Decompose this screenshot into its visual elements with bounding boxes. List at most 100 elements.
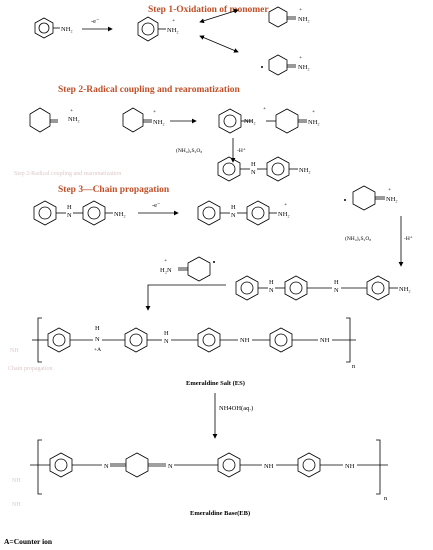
nh4oh-label: NH4OH(aq.) <box>219 405 253 412</box>
resonance-arrow-down <box>199 35 239 53</box>
aromatic-circle <box>222 162 236 176</box>
radical-dot <box>213 261 215 263</box>
bracket-left <box>37 439 42 495</box>
aromatic-circle <box>202 206 216 220</box>
quinoid-ring <box>125 452 149 478</box>
ghost-text-layer: Step 2-Radical coupling and rearomatizat… <box>8 171 121 508</box>
aromatic-circle <box>129 333 143 347</box>
tetramer-intermediate: H N H N NH₂ <box>235 275 411 301</box>
nh-h: H <box>334 279 339 286</box>
plus-charge: + <box>172 18 175 24</box>
aromatic-circle <box>38 22 50 34</box>
plus-charge: + <box>284 202 287 208</box>
dimer-reactant: H N NH₂ <box>33 200 126 226</box>
ring <box>352 185 376 211</box>
aromatic-circle <box>251 206 265 220</box>
nh-h: H <box>251 161 256 168</box>
ghost-nh-1: NH <box>10 348 19 354</box>
nh-n: N <box>95 336 100 343</box>
aminodiphenylamine-dimer: H N NH₂ <box>217 156 311 182</box>
nh-group: NH <box>264 463 274 470</box>
minus-e-label-2: -e⁻ <box>152 202 160 209</box>
aromatic-circle <box>271 162 285 176</box>
persulfate-label-2: (NH₄)₂S₂O₈ <box>345 235 371 242</box>
benzene-ring <box>34 17 54 39</box>
emeraldine-salt-polymer: H N +A H N NH NH n <box>32 317 356 370</box>
imine-n: N <box>168 463 173 470</box>
ring <box>217 452 241 478</box>
nh2-group: NH₂ <box>299 167 311 174</box>
aromatic-circle <box>240 281 254 295</box>
ring <box>217 156 241 182</box>
plus-charge: + <box>153 109 156 115</box>
step3-title: Step 3—Chain propagation <box>58 185 170 195</box>
ring <box>197 200 221 226</box>
es-label: Emeraldine Salt (ES) <box>186 380 245 387</box>
nh2-group: NH₂ <box>308 119 320 126</box>
ring <box>124 327 148 353</box>
ghost-step2: Step 2-Radical coupling and rearomatizat… <box>14 171 121 177</box>
nh2-group: NH₂ <box>244 118 256 125</box>
minus-h-label-1: -H⁺ <box>237 148 246 154</box>
nh-h: H <box>95 325 100 332</box>
aniline-monomer: NH₂ <box>34 17 73 39</box>
aromatic-circle <box>289 281 303 295</box>
ring <box>122 107 144 133</box>
nh-group: NH <box>345 463 355 470</box>
nh2-group: NH₂ <box>399 286 411 293</box>
minus-h-label-2: -H⁺ <box>404 236 413 242</box>
ring <box>49 452 73 478</box>
persulfate-label-1: (NH₄)₂S₂O₈ <box>176 147 202 154</box>
ring <box>235 275 259 301</box>
dimer-radical-cation: H N NH₂ + <box>197 200 290 226</box>
ring <box>47 327 71 353</box>
aromatic-circle <box>222 458 236 472</box>
nh2-group: NH₂ <box>278 211 290 218</box>
ring <box>82 200 106 226</box>
aromatic-circle <box>302 458 316 472</box>
benzene-ring <box>137 16 159 42</box>
plus-charge: + <box>388 187 391 193</box>
imine-n: N <box>104 463 109 470</box>
nh-n: N <box>251 169 256 176</box>
nh-n: N <box>269 287 274 294</box>
nh2-group: NH₂ <box>167 27 179 34</box>
plus-charge: + <box>312 109 315 115</box>
plus-charge: + <box>263 106 266 112</box>
plus-charge: + <box>164 258 167 264</box>
radical-dot <box>261 66 263 68</box>
ring <box>269 327 293 353</box>
coupled-dimer-cation: NH₂ + NH₂ + <box>218 106 320 134</box>
nh-h: H <box>269 279 274 286</box>
plus-charge: + <box>299 7 302 13</box>
resonance-arrow-up <box>199 8 239 24</box>
nh-group: NH <box>240 337 250 344</box>
ring <box>29 107 51 133</box>
h2n-group: H₂N <box>160 267 172 274</box>
nh-n: N <box>164 338 169 345</box>
aniline-radical-cation: NH₂ + <box>137 16 179 42</box>
ring <box>218 108 242 134</box>
ghost-nh-3: NH <box>12 502 21 508</box>
nh-h: H <box>67 204 72 211</box>
nh-h: H <box>231 204 236 211</box>
ring <box>197 327 221 353</box>
nh2-group: NH₂ <box>386 196 398 203</box>
nh-h: H <box>164 330 169 337</box>
nh2-group: NH₂ <box>298 16 310 23</box>
nh2-radical: NH₂ <box>68 116 80 123</box>
ring <box>266 156 290 182</box>
repeat-n: n <box>352 363 356 370</box>
counter-ion-label: +A <box>94 347 101 353</box>
step1-title: Step 1-Oxidation of monomer <box>148 5 269 15</box>
coupling-reactants: NH₂ + NH₂ + <box>29 107 165 133</box>
ghost-chain: Chain propagation <box>8 366 53 372</box>
aromatic-circle <box>274 333 288 347</box>
nh2-group: NH₂ <box>153 119 165 126</box>
emeraldine-base-polymer: N N NH NH n <box>30 439 388 502</box>
nh-n: N <box>334 287 339 294</box>
eb-label: Emeraldine Base(EB) <box>190 510 250 517</box>
aromatic-circle <box>141 22 155 36</box>
ring <box>187 256 211 282</box>
